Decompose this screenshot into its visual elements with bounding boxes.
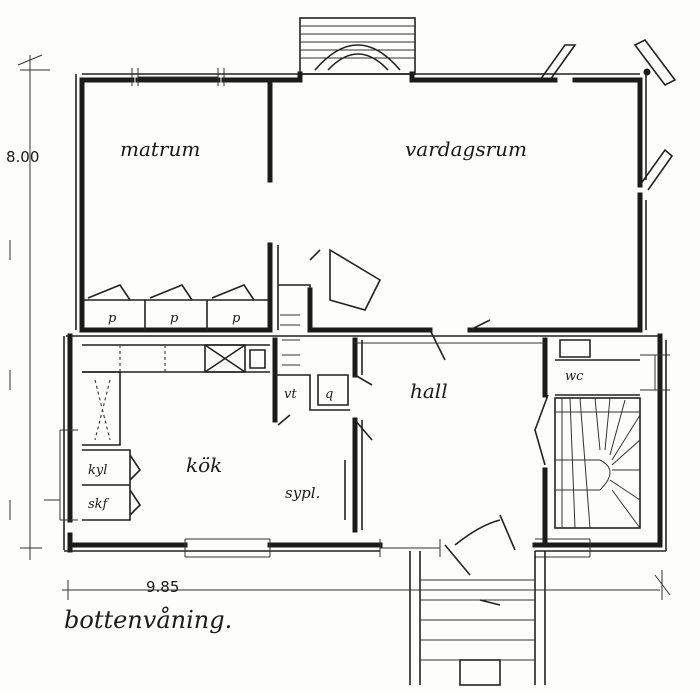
veranda — [297, 17, 416, 83]
label-wc: wc — [565, 369, 584, 384]
bay-window — [539, 38, 677, 191]
stairs — [554, 397, 641, 529]
dimension-width: 9.85 — [146, 578, 179, 596]
label-vardagsrum: vardagsrum — [405, 137, 527, 161]
label-kyl: kyl — [88, 463, 107, 478]
dimension-labels: 8.00 9.85 — [6, 148, 179, 596]
entry-steps — [409, 514, 546, 686]
windows — [59, 68, 670, 558]
label-matrum: matrum — [120, 137, 200, 161]
label-p2: p — [170, 311, 179, 326]
label-kok: kök — [186, 453, 222, 477]
label-p3: p — [232, 311, 241, 326]
label-p1: p — [108, 311, 117, 326]
label-vt: vt — [284, 387, 297, 402]
drawing-title: bottenvåning. — [64, 605, 232, 634]
room-labels: matrum vardagsrum hall kök sypl. wc vt q… — [88, 137, 584, 512]
label-q: q — [325, 387, 333, 402]
label-skf: skf — [88, 497, 110, 512]
label-sypl: sypl. — [285, 484, 320, 502]
outer-walls — [63, 73, 667, 553]
label-hall: hall — [410, 379, 448, 403]
interior-walls — [82, 82, 640, 543]
dimension-height: 8.00 — [6, 148, 39, 166]
dimension-lines — [9, 54, 671, 600]
